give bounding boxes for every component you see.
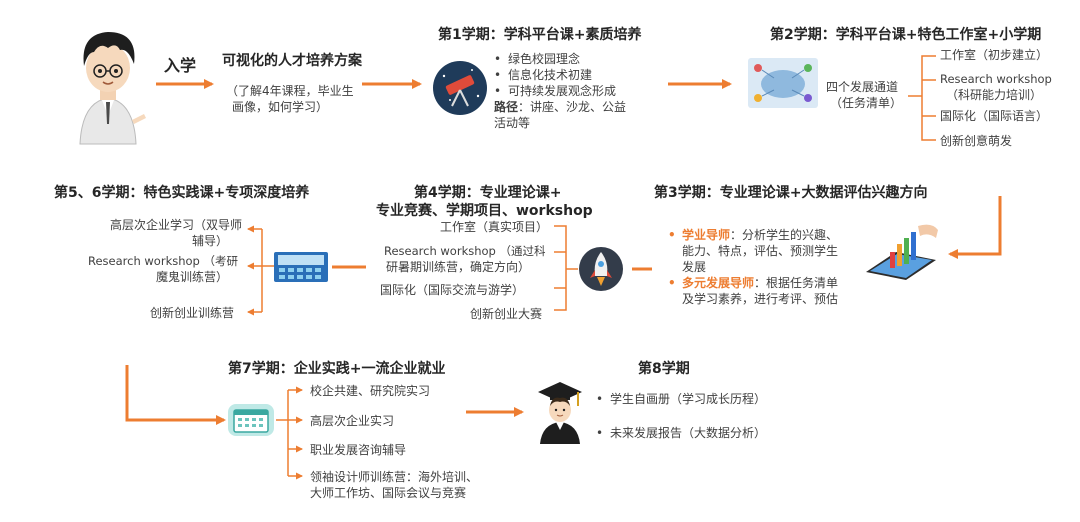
sem2-title: 第2学期：学科平台课+特色工作室+小学期 <box>770 27 1042 43</box>
sem2-branch-2b: （科研能力培训） <box>946 88 1043 102</box>
sem4-title-line1: 第4学期：专业理论课+ <box>414 185 562 201</box>
sem8-title: 第8学期 <box>638 361 690 377</box>
sem56-item-2: Research workshop （考研 <box>88 254 239 268</box>
sem56-title: 第5、6学期：特色实践课+专项深度培养 <box>54 185 310 201</box>
sem3-mentor2: •多元发展导师：根据任务清单 <box>668 276 839 290</box>
bracket-sem4 <box>554 225 567 311</box>
telescope-icon <box>433 61 487 115</box>
plan-title: 可视化的人才培养方案 <box>222 53 362 69</box>
sem2-channel-line1: 四个发展通道 <box>826 80 899 94</box>
sem2-branch-2: Research workshop <box>940 72 1052 86</box>
graduate-icon <box>538 382 582 444</box>
sem1-bullet-2: •信息化技术初建 <box>494 68 593 82</box>
sem56-item-1b: 辅导） <box>191 234 228 248</box>
arrow-sem56-to-sem7 <box>125 365 226 425</box>
sem7-item-4b: 大师工作坊、国际会议与竞赛 <box>310 486 467 500</box>
cloud-network-icon <box>748 58 818 108</box>
sem1-bullet-1: •绿色校园理念 <box>494 52 581 66</box>
student-avatar-icon <box>66 24 150 152</box>
sem7-item-2: 高层次企业实习 <box>310 414 395 428</box>
sem3-title: 第3学期：专业理论课+大数据评估兴趣方向 <box>654 185 928 201</box>
sem56-item-3: 创新创业训练营 <box>149 306 234 320</box>
sem1-path-line2: 活动等 <box>494 116 531 130</box>
sem1-path-label: 路径 <box>494 100 519 114</box>
sem3-mentor1-label: 学业导师 <box>682 228 731 242</box>
sem56-item-2b: 魔鬼训练营） <box>156 270 229 284</box>
sem7-item-3: 职业发展咨询辅导 <box>310 443 407 457</box>
sem7-item-1: 校企共建、研究院实习 <box>310 384 431 398</box>
sem4-item-2: Research workshop （通过科 <box>384 244 546 258</box>
sem2-channel-line2: （任务清单） <box>830 96 903 110</box>
sem1-title: 第1学期：学科平台课+素质培养 <box>438 27 642 43</box>
sem2-branch-4: 创新创意萌发 <box>940 134 1013 148</box>
sem3-mentor1: •学业导师：分析学生的兴趣、 <box>668 228 839 242</box>
calendar-icon <box>228 404 274 436</box>
bracket-sem2 <box>921 55 936 141</box>
arrow-sem2-to-sem3 <box>948 196 1002 259</box>
sem3-mentor2-line2: 及学习素养，进行考评、预估 <box>682 292 839 306</box>
rocket-icon <box>579 247 623 291</box>
plan-desc-line1: （了解4年课程，毕业生 <box>226 84 354 98</box>
sem1-bullet-3: •可持续发展观念形成 <box>494 84 617 98</box>
sem4-item-1: 工作室（真实项目） <box>439 220 548 234</box>
sem3-mentor1-line2: 能力、特点，评估、预测学生 <box>682 244 839 258</box>
sem4-item-4: 创新创业大赛 <box>469 307 542 321</box>
sem4-item-2b: 研暑期训练营，确定方向） <box>386 260 531 274</box>
sem4-title-line2: 专业竞赛、学期项目、workshop <box>376 203 593 219</box>
sem4-item-3: 国际化（国际交流与游学） <box>380 283 525 297</box>
sem56-item-1: 高层次企业学习（双导师 <box>109 218 242 232</box>
classroom-icon <box>274 252 328 282</box>
sem7-title: 第7学期：企业实践+一流企业就业 <box>228 361 446 377</box>
entry-label: 入学 <box>164 56 197 75</box>
data-chart-tablet-icon <box>866 224 938 280</box>
sem1-path: 路径：讲座、沙龙、公益 <box>494 100 627 114</box>
sem3-mentor1-line3: 发展 <box>682 260 707 274</box>
sem8-bullet-2: •未来发展报告（大数据分析） <box>596 426 767 440</box>
sem3-mentor2-label: 多元发展导师 <box>682 276 755 290</box>
sem2-branch-3: 国际化（国际语言） <box>940 109 1049 123</box>
sem2-branch-1: 工作室（初步建立） <box>940 48 1049 62</box>
plan-desc-line2: 画像，如何学习） <box>232 100 329 114</box>
sem7-item-4: 领袖设计师训练营：海外培训、 <box>310 470 479 484</box>
sem8-bullet-1: •学生自画册（学习成长历程） <box>596 392 767 406</box>
